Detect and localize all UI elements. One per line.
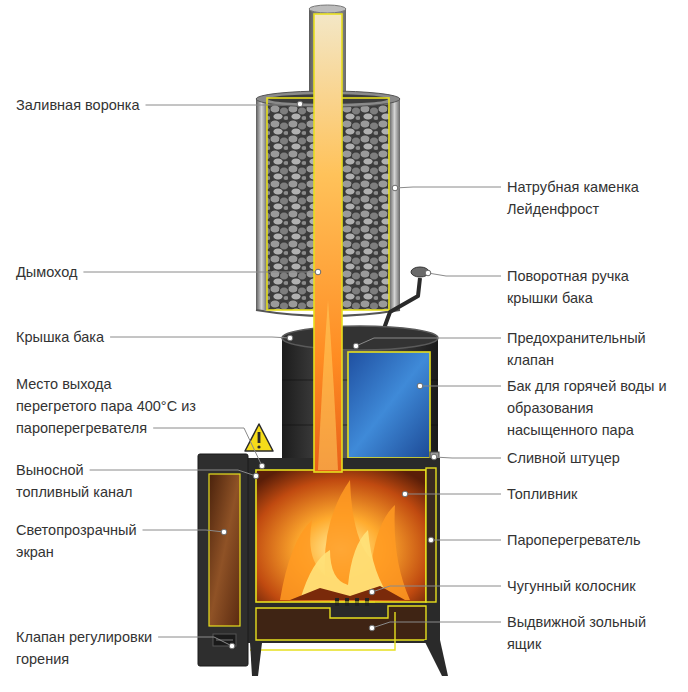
leader-line (372, 586, 501, 592)
leader-line (434, 457, 501, 458)
part-label: Клапан регулировки горения (16, 626, 161, 670)
leader-dot (297, 101, 303, 107)
leader-line (110, 337, 290, 338)
leader-dot (259, 463, 265, 469)
part-label: Сливной штуцер (507, 447, 677, 469)
leader-line (395, 187, 501, 188)
leader-line (83, 272, 318, 273)
part-label: Пароперегреватель (507, 529, 677, 551)
leader-line (405, 494, 501, 495)
leader-dot (431, 454, 437, 460)
leader-dot (253, 473, 259, 479)
leader-dot (229, 643, 235, 649)
part-label: Натрубная каменка Лейденфрост (507, 176, 677, 220)
leader-dot (287, 335, 293, 341)
part-label: Место выхода перегретого пара 400°C из п… (16, 373, 196, 439)
part-label: Выдвижной зольный ящик (507, 611, 677, 655)
leader-line (428, 273, 501, 276)
leader-dot (369, 625, 375, 631)
leader-line (90, 470, 256, 476)
part-label: Топливник (507, 483, 677, 505)
leader-line (356, 338, 501, 346)
leader-dot (315, 269, 321, 275)
part-label: Выносной топливный канал (16, 459, 146, 503)
leader-dot (369, 589, 375, 595)
part-label: Предохранительный клапан (507, 327, 677, 371)
leader-line (431, 540, 501, 541)
leader-dot (392, 185, 398, 191)
leader-line (153, 428, 262, 466)
leader-dot (417, 383, 423, 389)
part-label: Чугунный колосник (507, 575, 677, 597)
part-label: Светопрозрачный экран (16, 519, 141, 563)
leader-dot (425, 270, 431, 276)
leader-line (146, 104, 300, 105)
part-label: Поворотная ручка крышки бака (507, 265, 672, 309)
leader-dot (221, 529, 227, 535)
part-label: Бак для горячей воды и образования насыщ… (507, 375, 682, 441)
leader-dot (353, 343, 359, 349)
leader-line (158, 637, 232, 646)
leader-line (420, 386, 501, 387)
leader-line (372, 622, 501, 628)
leader-line (143, 530, 225, 532)
part-label: Дымоход (16, 261, 216, 283)
leader-dot (402, 491, 408, 497)
part-label: Заливная воронка (16, 94, 216, 116)
leader-dot (428, 537, 434, 543)
part-label: Крышка бака (16, 326, 216, 348)
